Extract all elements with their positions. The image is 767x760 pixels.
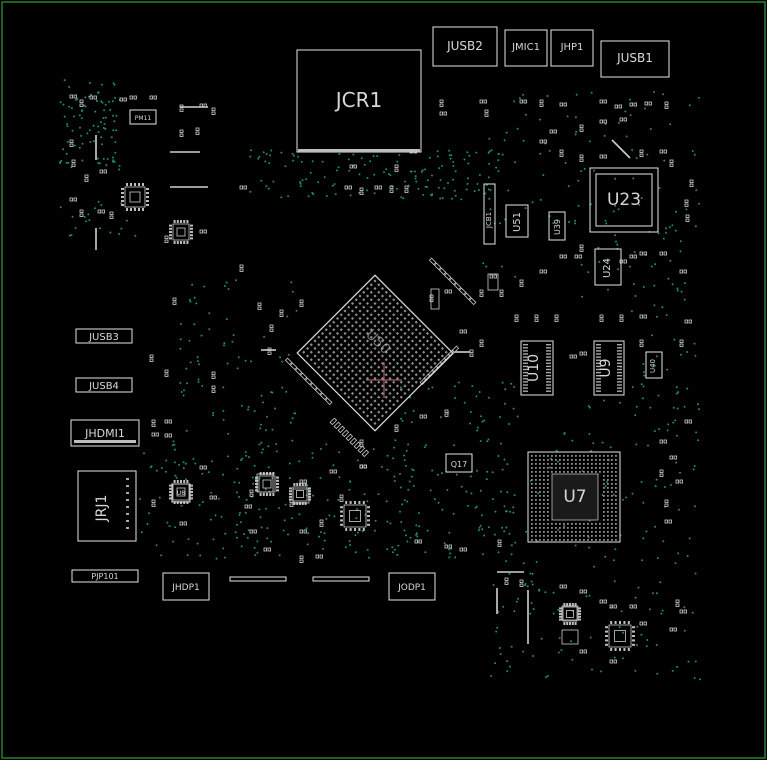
chip-u23: U23 [589,167,659,233]
label-u24: U24 [602,258,613,278]
chip-u50-cpu: U50 [296,274,454,432]
label-u40: U40 [649,359,657,373]
connector-jcr1: JCR1 [296,49,422,153]
connector-jhp1: JHP1 [550,29,594,67]
connector-jusb3: JUSB3 [75,328,133,344]
connector-jodp1: JODP1 [388,572,436,601]
label-jcr1: JCR1 [334,88,382,112]
connector-pjp101: PJP101 [71,569,139,583]
label-u7: U7 [563,487,586,507]
connector-jusb1: JUSB1 [600,40,670,78]
chip-u40: U40 [645,351,663,379]
label-jusb2: JUSB2 [446,39,483,53]
label-q17: Q17 [451,460,467,469]
chip-u8: U8 [171,483,191,503]
label-jhdmi1: JHDMI1 [84,427,125,440]
chip-q17: Q17 [445,453,473,473]
label-u50: U50 [362,327,393,358]
chip-pm11: PM11 [129,109,157,125]
label-jmic1: JMIC1 [511,42,540,53]
connector-jcb1: JCB1 [483,183,496,245]
connector-strip-1 [229,576,287,582]
chip-u24: U24 [594,248,622,286]
connector-jhdmi1: JHDMI1 [70,419,140,447]
label-jusb3: JUSB3 [88,332,119,343]
label-u39: U39 [553,219,562,235]
via-field [59,79,701,681]
chip-u10: U10 [520,340,554,396]
label-jusb4: JUSB4 [88,381,119,392]
label-jhdp1: JHDP1 [171,583,200,593]
label-jodp1: JODP1 [397,583,426,593]
small-ic-packages [121,183,635,651]
label-u8: U8 [177,490,185,497]
label-u10: U10 [526,354,542,382]
label-u23: U23 [607,190,641,210]
label-u9: U9 [598,358,614,377]
connector-jmic1: JMIC1 [504,29,548,67]
label-jhp1: JHP1 [560,42,584,53]
label-jcb1: JCB1 [485,212,493,229]
connector-strip-2 [312,576,370,582]
label-pjp101: PJP101 [91,572,118,581]
label-jrj1: JRJ1 [94,495,110,523]
connector-jrj1: JRJ1 [77,470,137,542]
label-pm11: PM11 [135,115,152,122]
connector-jusb4: JUSB4 [75,377,133,393]
chip-u51: U51 [505,204,529,238]
chip-u7-bga: U7 [527,451,621,543]
chip-u9: U9 [593,340,625,396]
label-u51: U51 [512,212,523,232]
connector-jusb2: JUSB2 [432,26,498,67]
connector-jhdp1: JHDP1 [162,572,210,601]
chip-u39: U39 [548,211,566,241]
label-jusb1: JUSB1 [616,51,653,65]
passive-components [69,94,694,664]
